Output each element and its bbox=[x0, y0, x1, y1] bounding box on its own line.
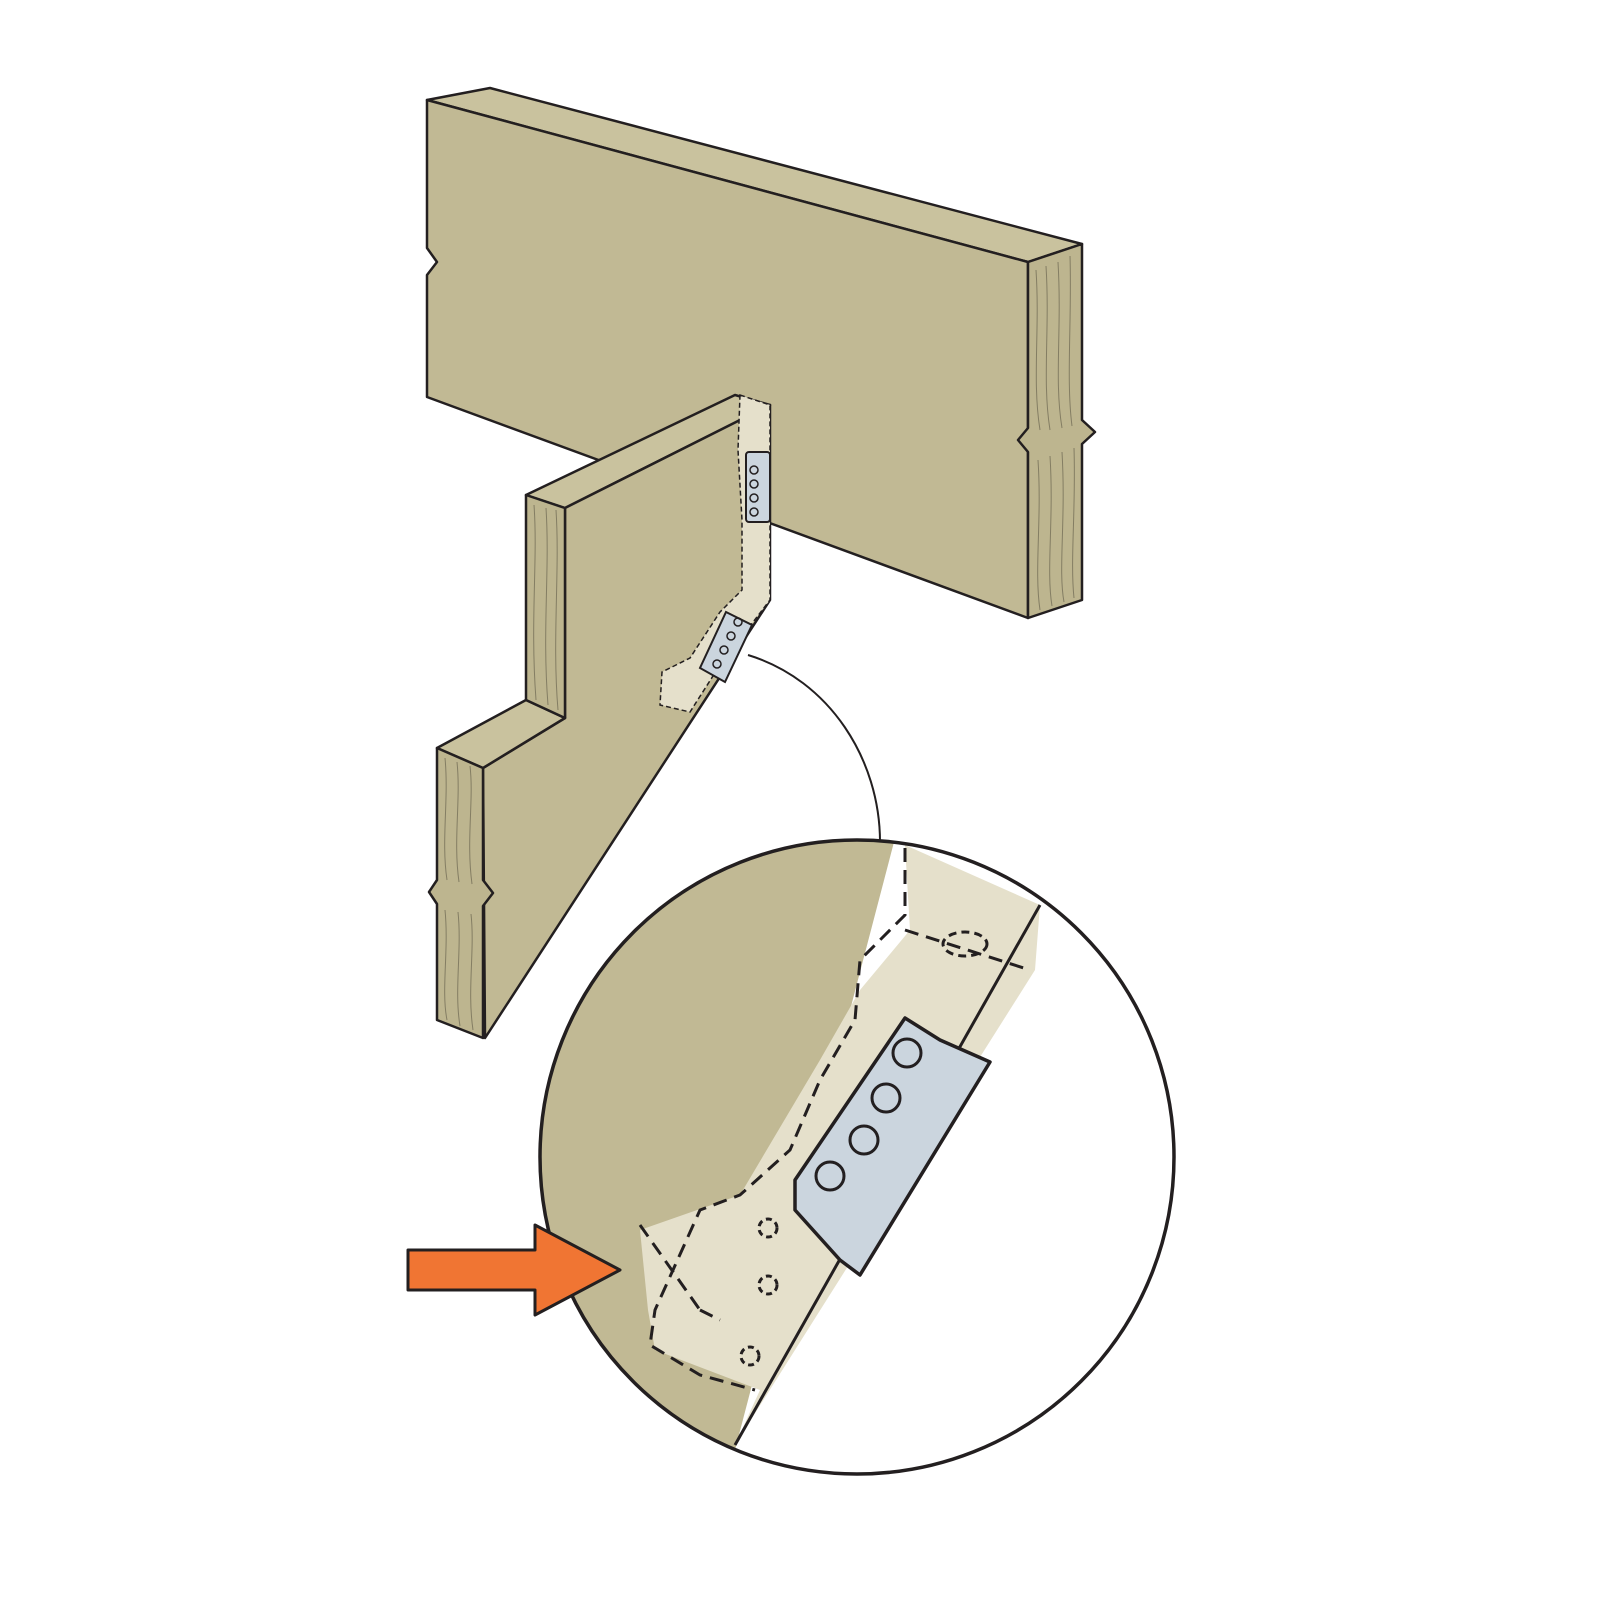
visible-plate-small bbox=[698, 451, 771, 684]
visible-plate-detail bbox=[793, 1016, 992, 1277]
header-beam bbox=[425, 86, 1097, 620]
detail-leader-line bbox=[747, 654, 881, 843]
arrow-right-icon bbox=[406, 1223, 622, 1317]
joist bbox=[427, 393, 772, 1040]
detail-magnifier-circle bbox=[538, 838, 1176, 1476]
